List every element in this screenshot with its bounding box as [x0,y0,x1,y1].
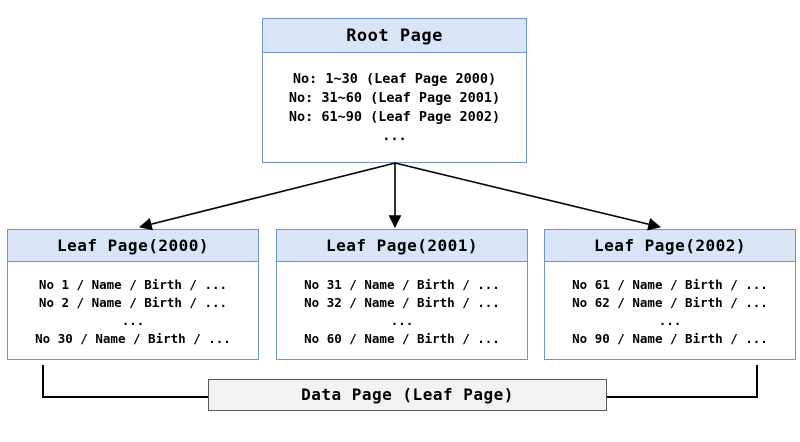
arrow-root-to-leaf-2000 [139,162,396,231]
root-entry: No: 31~60 (Leaf Page 2001) [288,90,501,106]
leaf-row: No 61 / Name / Birth / ... [572,277,768,292]
leaf-row: No 2 / Name / Birth / ... [38,295,228,310]
root-entry: No: 61~90 (Leaf Page 2002) [288,109,501,125]
leaf-row-ellipsis: ... [658,313,682,328]
leaf-page-2000-rows: No 1 / Name / Birth / ... No 2 / Name / … [8,262,258,360]
leaf-row: No 62 / Name / Birth / ... [572,295,768,310]
leaf-row-ellipsis: ... [390,313,414,328]
root-page-node: Root Page No: 1~30 (Leaf Page 2000) No: … [262,18,527,163]
leaf-row: No 32 / Name / Birth / ... [304,295,500,310]
data-page-label-box: Data Page (Leaf Page) [208,379,607,411]
leaf-row: No 31 / Name / Birth / ... [304,277,500,292]
leaf-row: No 60 / Name / Birth / ... [304,331,500,346]
arrow-root-to-leaf-2002 [394,162,661,231]
leaf-row: No 30 / Name / Birth / ... [35,331,231,346]
leaf-page-2002-rows: No 61 / Name / Birth / ... No 62 / Name … [545,262,795,360]
leaf-row: No 1 / Name / Birth / ... [38,277,228,292]
root-page-title: Root Page [263,19,526,53]
leaf-page-2000-node: Leaf Page(2000) No 1 / Name / Birth / ..… [7,229,259,360]
leaf-page-2002-node: Leaf Page(2002) No 61 / Name / Birth / .… [544,229,796,360]
leaf-row: No 90 / Name / Birth / ... [572,331,768,346]
leaf-page-2002-title: Leaf Page(2002) [545,230,795,262]
leaf-page-2001-title: Leaf Page(2001) [277,230,527,262]
leaf-page-2001-node: Leaf Page(2001) No 31 / Name / Birth / .… [276,229,528,360]
bracket-left-to-data-page [42,365,210,398]
root-page-entries: No: 1~30 (Leaf Page 2000) No: 31~60 (Lea… [263,53,526,163]
leaf-row-ellipsis: ... [121,313,145,328]
leaf-page-2000-title: Leaf Page(2000) [8,230,258,262]
bracket-right-to-data-page [605,365,758,398]
root-entry-ellipsis: ... [382,128,407,144]
root-entry: No: 1~30 (Leaf Page 2000) [292,71,497,87]
leaf-page-2001-rows: No 31 / Name / Birth / ... No 32 / Name … [277,262,527,360]
